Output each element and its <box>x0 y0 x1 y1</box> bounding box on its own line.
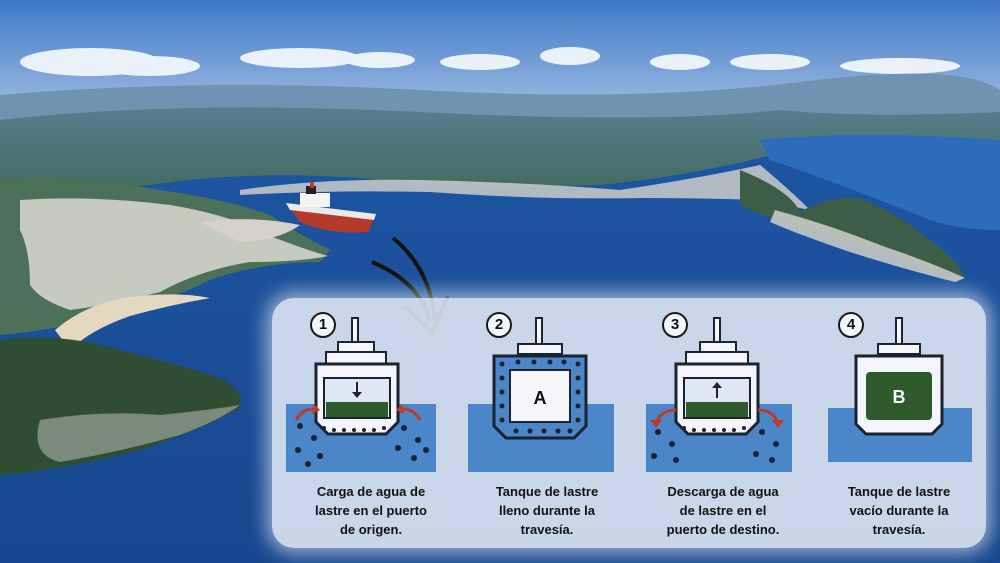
step-number-2: 2 <box>486 312 512 338</box>
ship-full-tank-icon: A <box>468 317 614 472</box>
step-2: 2 A Tanque de lastre lleno durante la tr… <box>462 298 632 548</box>
ship-loading-ballast-icon <box>286 317 436 472</box>
ship-empty-tank-icon: B <box>828 317 972 462</box>
step-number-3: 3 <box>662 312 688 338</box>
ballast-process-panel: 1 Carga de agua de lastre en el puerto <box>272 298 986 548</box>
step-caption-2: Tanque de lastre lleno durante la traves… <box>495 484 599 537</box>
tank-label-b: B <box>893 387 906 407</box>
clouds <box>20 47 960 76</box>
step-1: 1 Carga de agua de lastre en el puerto <box>286 298 456 548</box>
step-caption-3: Descarga de agua de lastre en el puerto … <box>666 484 780 537</box>
ship-discharging-ballast-icon <box>646 317 792 472</box>
step-caption-1: Carga de agua de lastre en el puerto de … <box>315 484 427 537</box>
step-3: 3 Descarga de agua de lastre en el pu <box>638 298 808 548</box>
tank-label-a: A <box>534 388 547 408</box>
step-caption-4: Tanque de lastre vacío durante la traves… <box>847 484 951 537</box>
ship-illustration <box>286 182 376 233</box>
step-number-1: 1 <box>310 312 336 338</box>
step-4: 4 B Tanque de lastre vacío durante la tr… <box>814 298 984 548</box>
step-number-4: 4 <box>838 312 864 338</box>
